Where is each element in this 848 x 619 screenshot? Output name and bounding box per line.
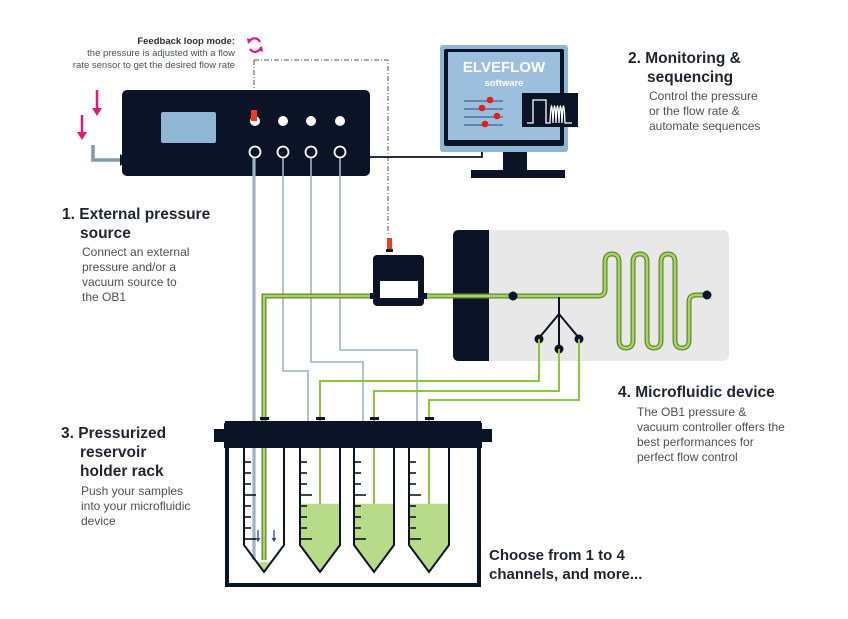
flow-sensor [370, 238, 427, 306]
step-3-reservoir-rack: 3. Pressurized reservoir holder rack Pus… [61, 424, 190, 529]
channels-note-line-2: channels, and more... [489, 566, 643, 583]
return-tubes [319, 339, 580, 560]
reservoir-tube-4 [408, 448, 450, 574]
step-1-desc-line: Connect an external [82, 245, 190, 259]
feedback-line-1: the pressure is adjusted with a flow [87, 48, 235, 59]
channels-note-line-1: Choose from 1 to 4 [489, 547, 625, 564]
reservoir-liquid-1 [256, 562, 272, 572]
step-1-desc-line: vacuum source to [82, 275, 177, 289]
pressure-tubes [252, 158, 418, 560]
feedback-line-2: rate sensor to get the desired flow rate [72, 60, 235, 71]
ob1-controller [122, 90, 370, 176]
monitor-brand: ELVEFLOW [463, 59, 546, 76]
reservoir-outline-3 [353, 448, 395, 574]
reservoir-outline-1 [243, 448, 285, 574]
step-3-title-line: reservoir [80, 444, 147, 461]
step-4-microfluidic-device: 4. Microfluidic device The OB1 pressure … [618, 383, 785, 465]
step-2-title-line-2: sequencing [647, 69, 734, 86]
controller-display [161, 112, 216, 143]
step-1-title-line-2: source [80, 225, 131, 242]
waveform-icon [527, 99, 572, 124]
step-2-desc-line: or the flow rate & [649, 104, 740, 118]
step-4-desc-line: vacuum controller offers the [637, 420, 785, 434]
step-3-title-line: holder rack [80, 463, 164, 480]
step-4-desc-line: best performances for [637, 435, 754, 449]
step-2-desc-line: Control the pressure [649, 89, 758, 103]
step-1-external-pressure: 1. External pressure source Connect an e… [62, 205, 210, 305]
pressure-input-arrows [77, 90, 102, 140]
feedback-loop-annotation: Feedback loop mode: the pressure is adju… [10, 36, 235, 72]
step-3-desc-line: Push your samples [81, 484, 184, 498]
chip-inlet-port [508, 291, 518, 301]
channel-outlet-4 [333, 145, 347, 159]
step-2-title-line-1: 2. Monitoring & [628, 50, 741, 67]
channel-led-2 [278, 116, 288, 126]
channel-outlet-3 [304, 145, 318, 159]
reservoir-tube-3 [353, 448, 395, 574]
pressure-tube-2 [282, 158, 309, 440]
step-1-desc-line: pressure and/or a [82, 260, 177, 274]
monitor-subtitle: software [484, 78, 523, 89]
reservoir-liquid-2 [300, 503, 340, 572]
computer-monitor: ELVEFLOW software [440, 45, 578, 178]
reservoir-liquid-4 [409, 503, 449, 572]
step-4-title: 4. Microfluidic device [618, 384, 775, 401]
feedback-title: Feedback loop mode: [137, 36, 235, 47]
flow-direction-arrows [255, 530, 277, 542]
reservoir-tubes [243, 448, 450, 574]
return-tube-3 [373, 349, 560, 560]
flow-sensor-connector [251, 110, 257, 121]
reservoir-outline-4 [408, 448, 450, 574]
channel-led-4 [335, 116, 345, 126]
pressure-tube-3 [310, 158, 364, 440]
channel-outlet-2 [276, 145, 290, 159]
step-2-monitoring: 2. Monitoring & sequencing Control the p… [628, 49, 760, 134]
channels-note: Choose from 1 to 4 channels, and more... [489, 546, 642, 584]
feedback-cycle-icon [247, 37, 263, 53]
slider-controls-icon [464, 96, 503, 128]
reservoir-tube-1 [243, 448, 285, 574]
return-tube-2 [319, 339, 540, 560]
step-3-desc-line: into your microfluidic [81, 499, 191, 513]
pressure-input-tube [91, 145, 122, 162]
reservoir-tube-2 [299, 448, 341, 574]
tube-cap-markers [260, 417, 434, 420]
channel-outlet-1 [248, 145, 262, 159]
step-4-desc-line: The OB1 pressure & [637, 405, 747, 419]
reservoir-outline-2 [299, 448, 341, 574]
step-4-desc-line: perfect flow control [637, 450, 738, 464]
reservoir-liquid-3 [354, 503, 394, 572]
step-1-title-line-1: 1. External pressure [62, 206, 211, 223]
step-3-desc-line: device [81, 514, 116, 528]
step-2-desc-line: automate sequences [649, 119, 761, 133]
step-1-desc-line: the OB1 [82, 290, 127, 304]
step-3-title-line: 3. Pressurized [61, 425, 167, 442]
outlet-tube [261, 251, 708, 560]
pressure-tube-4 [339, 158, 418, 440]
chip-outlet-port [702, 290, 712, 300]
channel-led-3 [306, 116, 316, 126]
return-tube-4 [428, 339, 580, 560]
reservoir-rack [214, 421, 492, 587]
